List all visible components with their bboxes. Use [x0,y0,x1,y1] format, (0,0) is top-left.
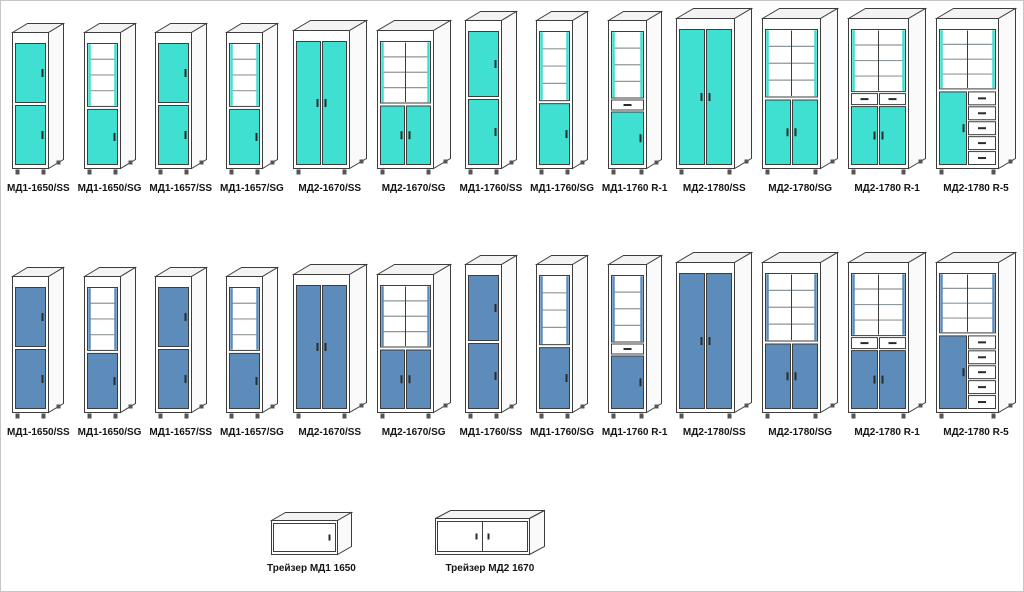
cabinet-label: МД1-1760/SG [530,183,594,194]
cabinet-item: МД2-1780/SS [675,251,754,438]
cabinet-label: МД2-1780/SG [768,183,833,194]
cabinet-item: МД1-1760 R-1 [602,254,667,438]
cabinet-label: МД2-1670/SS [298,183,362,194]
cabinet-label: МД1-1760/SG [530,427,594,438]
trayser-item: Трейзер МД1 1650 [267,511,356,574]
cabinet-label: МД1-1657/SG [219,427,284,438]
cabinet-drawing-wide-tall-r5 [935,7,1017,175]
cabinet-drawing-wide-tall-r5 [935,251,1017,419]
cabinet-label: МД2-1780/SS [682,183,746,194]
cabinet-item: МД2-1780/SS [675,7,754,194]
cabinet-label: МД2-1780/SG [768,427,833,438]
trayser-row: Трейзер МД1 1650 Трейзер МД2 1670 [1,509,546,574]
cabinet-item: МД2-1780 R-5 [935,7,1017,194]
cabinet-drawing-tall-narrow-ss [463,10,518,175]
cabinet-item: МД2-1670/SS [291,19,368,194]
cabinet-label: МД1-1760 R-1 [601,183,668,194]
cabinet-drawing-narrow-sg [82,266,137,419]
cabinet-label: МД1-1657/SS [149,183,213,194]
cabinet-drawing-wide-tall-ss [675,7,754,175]
cabinet-item: МД2-1670/SG [375,263,452,438]
cabinet-drawing-wide-tall-r1 [847,251,928,419]
cabinet-item: МД2-1670/SS [291,263,368,438]
cabinet-item: МД1-1650/SS [7,22,70,194]
trayser-item: Трейзер МД2 1670 [434,509,546,574]
cabinet-drawing-narrow-sg [224,266,279,419]
cabinet-label: МД1-1650/SG [77,427,142,438]
cabinet-item: МД1-1760/SS [459,10,523,194]
cabinet-label: МД1-1657/SG [219,183,284,194]
cabinet-item: МД1-1760 R-1 [602,10,667,194]
cabinet-item: МД1-1650/SG [77,22,142,194]
cabinet-label: МД2-1780 R-1 [854,427,920,438]
cabinet-item: МД1-1657/SS [149,22,212,194]
cabinet-label: МД2-1780 R-5 [943,183,1009,194]
cabinet-label: МД2-1780 R-5 [943,427,1009,438]
cabinet-drawing-narrow-sg [224,22,279,175]
cabinet-drawing-narrow-ss [153,22,208,175]
cabinet-drawing-tall-narrow-r1 [606,254,663,419]
cabinet-drawing-tall-narrow-sg [535,254,590,419]
cabinet-drawing-tray-single [269,511,353,556]
cabinet-drawing-wide-ss [291,19,368,175]
cabinet-label: МД1-1650/SS [7,427,70,438]
cabinet-drawing-narrow-sg [82,22,137,175]
cabinet-drawing-wide-tall-sg [761,7,840,175]
cabinet-item: МД2-1780 R-1 [847,7,928,194]
cabinet-item: МД1-1760/SG [530,10,594,194]
cabinet-item: МД1-1657/SG [220,22,284,194]
cabinet-label: МД1-1657/SS [149,427,213,438]
cabinet-row-blue: МД1-1650/SS МД1-1650/SG МД1-1657/SS МД1-165… [1,251,1023,438]
cabinet-item: МД1-1650/SG [77,266,142,438]
cabinet-label: МД1-1650/SS [7,183,70,194]
cabinet-item: МД2-1780/SG [761,7,840,194]
cabinet-drawing-narrow-ss [153,266,208,419]
cabinet-row-cyan: МД1-1650/SS МД1-1650/SG МД1-1657/SS МД1-165… [1,7,1023,194]
cabinet-label: МД1-1760/SS [459,427,523,438]
cabinet-item: МД1-1760/SS [459,254,523,438]
cabinet-drawing-wide-tall-ss [675,251,754,419]
cabinet-drawing-wide-sg [375,263,452,419]
trayser-label: Трейзер МД2 1670 [445,563,535,574]
cabinet-drawing-tall-narrow-r1 [606,10,663,175]
cabinet-item: МД1-1760/SG [530,254,594,438]
trayser-label: Трейзер МД1 1650 [267,563,356,574]
cabinet-drawing-wide-ss [291,263,368,419]
cabinet-label: МД1-1760/SS [459,183,523,194]
cabinet-label: МД2-1780 R-1 [854,183,920,194]
cabinet-label: МД2-1670/SG [381,183,446,194]
cabinet-item: МД1-1657/SG [220,266,284,438]
cabinet-drawing-wide-sg [375,19,452,175]
cabinet-label: МД1-1760 R-1 [601,427,668,438]
cabinet-item: МД2-1780 R-1 [847,251,928,438]
cabinet-item: МД2-1670/SG [375,19,452,194]
cabinet-drawing-narrow-ss [11,22,66,175]
cabinet-drawing-narrow-ss [11,266,66,419]
cabinet-item: МД1-1657/SS [149,266,212,438]
cabinet-drawing-tall-narrow-ss [463,254,518,419]
cabinet-item: МД2-1780 R-5 [935,251,1017,438]
cabinet-drawing-tall-narrow-sg [535,10,590,175]
cabinet-drawing-wide-tall-sg [761,251,840,419]
cabinet-label: МД2-1670/SG [381,427,446,438]
cabinet-label: МД1-1650/SG [77,183,142,194]
cabinet-item: МД2-1780/SG [761,251,840,438]
cabinet-drawing-tray-double [434,509,545,556]
cabinet-drawing-wide-tall-r1 [847,7,928,175]
cabinet-item: МД1-1650/SS [7,266,70,438]
cabinet-label: МД2-1670/SS [298,427,362,438]
cabinet-label: МД2-1780/SS [682,427,746,438]
